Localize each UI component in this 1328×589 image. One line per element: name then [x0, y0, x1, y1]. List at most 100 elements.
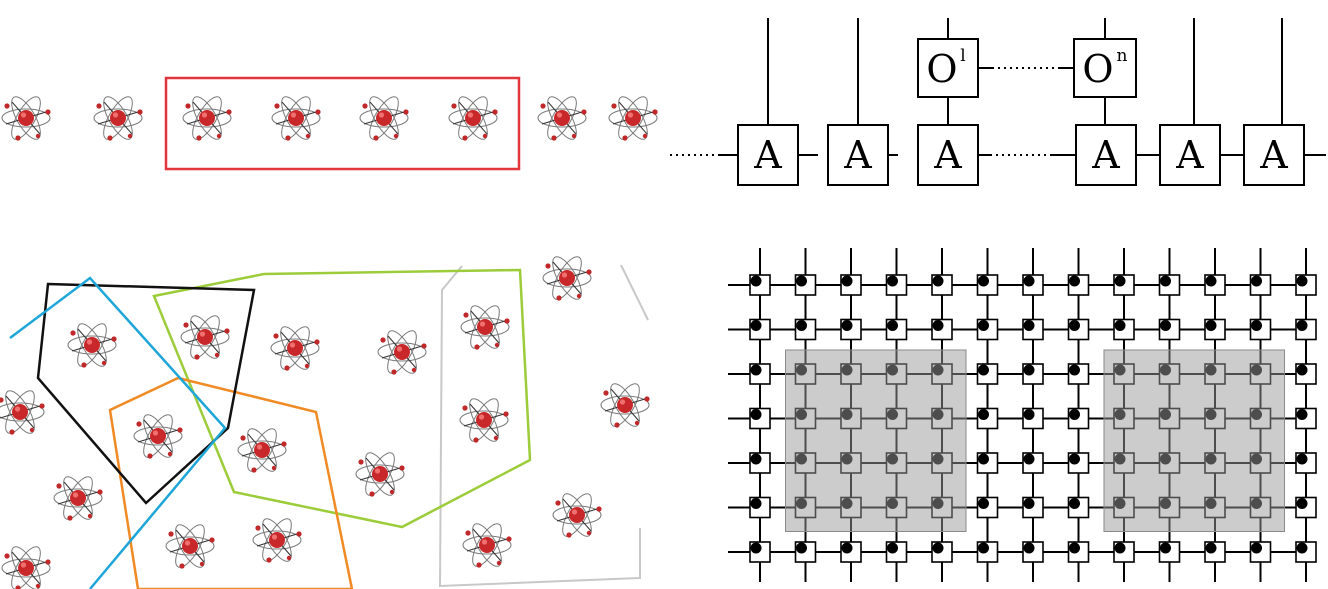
atom	[552, 489, 603, 541]
atom	[1, 92, 52, 144]
lattice-tensor-dot	[1296, 498, 1308, 509]
atom	[165, 520, 216, 572]
lattice-tensor-dot	[1296, 275, 1308, 287]
tensor-a-label: A	[933, 133, 962, 177]
lattice-tensor-dot	[1160, 275, 1171, 287]
panel-disordered-atoms	[0, 252, 651, 589]
tensor-a: A	[1243, 124, 1305, 186]
lattice-tensor-dot	[1296, 364, 1308, 376]
block-highlight-rectangle	[164, 76, 521, 171]
atom	[542, 252, 593, 304]
region-green-polygon	[152, 268, 532, 529]
lattice-tensor-dot	[1114, 320, 1126, 331]
region-blue-polygon	[9, 276, 227, 589]
lattice-tensor-dot	[1069, 320, 1080, 331]
tensor-a-label: A	[753, 133, 782, 177]
tensor-a-label: A	[1091, 133, 1120, 177]
lattice-tensor-dot	[1205, 320, 1217, 331]
lattice-tensor-dot	[1069, 542, 1080, 554]
tensor-a-label: A	[1175, 133, 1204, 177]
lattice-tensor-dot	[1296, 453, 1308, 465]
atom	[608, 92, 659, 144]
atom	[359, 92, 410, 144]
operator-label: O	[926, 47, 957, 91]
atom	[270, 322, 321, 374]
atom	[182, 92, 233, 144]
operator-o-first: O l	[917, 38, 979, 98]
lattice-tensor-dot	[1023, 320, 1035, 331]
lattice-tensor-dot	[750, 498, 762, 509]
atom	[460, 301, 511, 353]
atom-chain-atoms	[1, 92, 659, 144]
tensor-a: A	[737, 124, 799, 186]
atom	[53, 472, 104, 524]
atom	[0, 386, 46, 438]
atom	[133, 410, 184, 462]
atom	[271, 92, 322, 144]
atom	[462, 519, 513, 571]
operator-superscript: l	[960, 46, 965, 66]
lattice-tensor-dot	[1069, 364, 1080, 376]
lattice-tensor-dot	[1160, 542, 1171, 554]
lattice-tensor-dot	[1023, 409, 1035, 420]
lattice-tensor-dot	[978, 542, 989, 554]
lattice-tensor-dot	[932, 320, 944, 331]
lattice-tensor-dot	[1023, 542, 1035, 554]
lattice-tensor-dot	[1160, 320, 1171, 331]
atom	[448, 92, 499, 144]
atom	[180, 311, 231, 363]
lattice-tensor-dot	[796, 542, 807, 554]
lattice-tensor-dot	[1114, 275, 1126, 287]
lattice-tensor-dot	[978, 364, 989, 376]
lattice-tensor-dot	[978, 275, 989, 287]
lattice-tensor-dot	[1114, 542, 1126, 554]
atom	[537, 92, 588, 144]
tensor-a: A	[827, 124, 889, 186]
lattice-tensor-dot	[796, 275, 807, 287]
tensor-a: A	[917, 124, 979, 186]
lattice-tensor-dot	[1296, 542, 1308, 554]
lattice-tensor-dot	[1205, 542, 1217, 554]
lattice-tensor-dot	[932, 275, 944, 287]
region-gray-edge	[620, 264, 649, 321]
lattice-tensor-dot	[841, 320, 853, 331]
atom	[1, 542, 52, 589]
atom	[93, 92, 144, 144]
atom	[355, 448, 406, 500]
lattice-tensor-dot	[1069, 498, 1080, 509]
tensor-a: A	[1075, 124, 1137, 186]
panel-atom-chain	[1, 76, 659, 171]
lattice-tensor-dot	[750, 453, 762, 465]
lattice-tensor-dot	[978, 320, 989, 331]
lattice-tensor-dot	[932, 542, 944, 554]
lattice-tensor-dot	[1069, 275, 1080, 287]
lattice-tensor-dot	[1251, 275, 1262, 287]
lattice-tensor-dot	[841, 275, 853, 287]
shaded-block-region	[785, 349, 967, 532]
tensor-a-label: A	[1259, 133, 1288, 177]
lattice-tensor-dot	[1296, 320, 1308, 331]
lattice-tensor-dot	[887, 275, 898, 287]
lattice-tensor-dot	[978, 409, 989, 420]
shaded-block-region	[1103, 349, 1285, 532]
atom	[252, 514, 303, 566]
lattice-tensor-dot	[1023, 453, 1035, 465]
lattice-tensor-dot	[1251, 542, 1262, 554]
lattice-tensor-dot	[750, 275, 762, 287]
lattice-tensor-dot	[1069, 453, 1080, 465]
atom	[377, 326, 428, 378]
lattice-tensor-dot	[1251, 320, 1262, 331]
region-gray-polygon	[438, 265, 641, 588]
lattice-tensor-dot	[887, 542, 898, 554]
lattice-tensor-dot	[750, 542, 762, 554]
lattice-tensor-dot	[887, 320, 898, 331]
atom	[237, 424, 288, 476]
operator-label: O	[1082, 47, 1113, 91]
lattice-tensor-dot	[841, 542, 853, 554]
lattice-tensor-dot	[1023, 275, 1035, 287]
lattice-tensor-dot	[978, 498, 989, 509]
lattice-tensor-dot	[1296, 409, 1308, 420]
atom	[67, 319, 118, 371]
operator-o-last: O n	[1073, 38, 1137, 98]
